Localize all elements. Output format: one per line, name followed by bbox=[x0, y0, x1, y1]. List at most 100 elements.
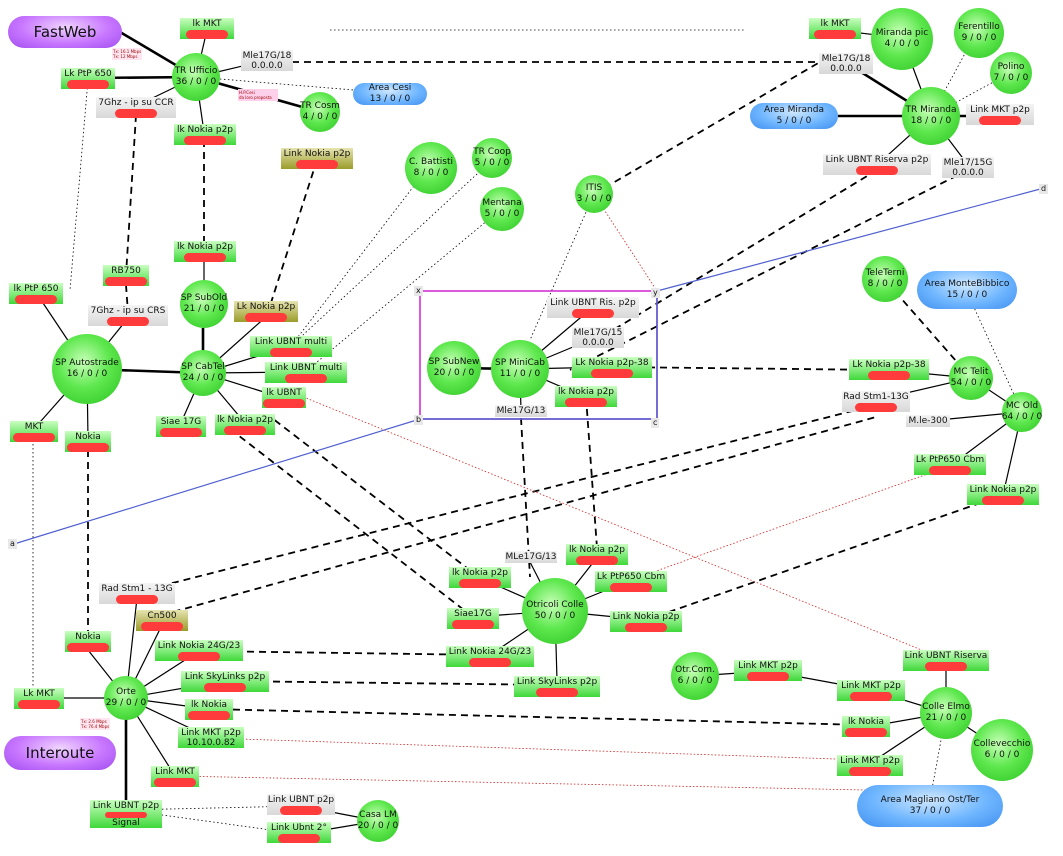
link-label[interactable]: Link UBNT Riserva bbox=[903, 650, 989, 671]
link-label[interactable]: Link UBNT Ris. p2p bbox=[547, 297, 639, 318]
link-label[interactable]: Lk Nokia p2p-38 bbox=[849, 359, 929, 380]
link-label[interactable]: lk Nokia p2p bbox=[174, 124, 236, 145]
link-label[interactable]: Link MKT p2p bbox=[734, 660, 802, 681]
link-label[interactable]: RB750 bbox=[103, 265, 149, 286]
link-label[interactable]: lk UBNT bbox=[262, 387, 306, 408]
link-label[interactable]: Lk PtP650 Cbm bbox=[914, 454, 986, 475]
link-label[interactable]: Link MKT bbox=[151, 766, 199, 787]
cloud-fastweb[interactable]: FastWeb bbox=[8, 16, 122, 48]
link-label[interactable]: Rad Stm1-13G bbox=[842, 391, 910, 412]
link-label[interactable]: lk MKT bbox=[809, 18, 861, 39]
node-name: Ferentillo bbox=[958, 22, 1000, 32]
link-label[interactable]: Link UBNT Riserva p2p bbox=[823, 154, 931, 175]
anchor-point-d[interactable]: d bbox=[1039, 184, 1049, 194]
link-label[interactable]: Lk Nokia p2p-38 bbox=[572, 357, 652, 378]
link-label[interactable]: lk MKT bbox=[180, 18, 234, 39]
link-label[interactable]: Link Nokia 24G/23 bbox=[155, 640, 243, 661]
cloud-interoute[interactable]: Interoute bbox=[4, 736, 116, 770]
link-label[interactable]: M.le-300 bbox=[906, 415, 950, 427]
link-label[interactable]: Link UBNT multi bbox=[265, 362, 347, 383]
link-label[interactable]: Rad Stm1 - 13G bbox=[99, 583, 175, 604]
anchor-point-b[interactable]: b bbox=[414, 415, 424, 425]
link-label[interactable]: lk Nokia p2p bbox=[215, 414, 275, 435]
anchor-point-c[interactable]: c bbox=[651, 418, 660, 428]
link-label[interactable]: Link Ubnt 2° bbox=[267, 822, 331, 843]
link-label[interactable]: Link Nokia p2p bbox=[967, 484, 1039, 505]
link-label[interactable]: Link Nokia p2p bbox=[610, 611, 682, 632]
link-label[interactable]: Mle17G/13 bbox=[495, 405, 547, 417]
link-label[interactable]: lk Nokia p2p bbox=[555, 386, 617, 407]
anchor-point-a[interactable]: a bbox=[8, 539, 17, 549]
link-label[interactable]: Link UBNT multi bbox=[250, 336, 332, 357]
link-label[interactable]: Lk MKT bbox=[14, 688, 64, 709]
anchor-point-x[interactable]: x bbox=[414, 286, 423, 296]
link-label[interactable]: Siae17G bbox=[447, 608, 499, 629]
link-label[interactable]: lk Nokia p2p bbox=[174, 241, 236, 262]
link-label-text: Lk PtP650 Cbm bbox=[596, 572, 666, 582]
link-label[interactable]: lk Nokia p2p bbox=[566, 544, 628, 565]
link-label[interactable]: Link MKT p2p bbox=[837, 680, 905, 701]
link-label[interactable]: lk Nokia p2p bbox=[449, 567, 511, 588]
link-label[interactable]: Siae 17G bbox=[156, 416, 206, 437]
link-label[interactable]: Lk Nokia p2p bbox=[234, 301, 298, 322]
link-label[interactable]: Link SkyLinks p2p bbox=[181, 671, 269, 692]
link-label[interactable]: Link Nokia p2p bbox=[281, 148, 353, 169]
link-label[interactable]: Lk PtP650 Cbm bbox=[595, 571, 667, 592]
link-label[interactable]: Nokia bbox=[65, 431, 111, 452]
link-label[interactable]: lk Nokia bbox=[842, 716, 890, 737]
node-status: 3 / 0 / 0 bbox=[576, 194, 612, 204]
link-label[interactable]: lk PtP 650 bbox=[9, 283, 63, 304]
link-label[interactable]: Nokia bbox=[65, 631, 111, 652]
link-label[interactable]: Cn500 bbox=[136, 610, 188, 631]
link-label[interactable]: Link SkyLinks p2p bbox=[514, 676, 600, 697]
link-label[interactable]: lk Nokia bbox=[185, 699, 233, 720]
link-label[interactable]: MLe17G/13 bbox=[505, 551, 557, 563]
link-label[interactable]: 7Ghz - ip su CCR bbox=[96, 97, 176, 118]
node-otr-com[interactable]: Otr.Com.6 / 0 / 0 bbox=[671, 652, 719, 700]
anchor-point-y[interactable]: y bbox=[651, 288, 660, 298]
link-label[interactable]: Link MKT p2p bbox=[837, 755, 903, 776]
link-label[interactable]: 7Ghz - ip su CRS bbox=[88, 305, 168, 326]
link-label[interactable]: Link Nokia 24G/23 bbox=[446, 646, 534, 667]
link-label[interactable]: Link UBNT p2p bbox=[267, 794, 335, 815]
link-label-text: Link UBNT multi bbox=[254, 337, 328, 347]
link-label-text: MKT bbox=[24, 422, 44, 432]
node-name: SP SubNew bbox=[428, 357, 480, 367]
link-label[interactable]: MKT bbox=[10, 421, 58, 442]
link-label[interactable]: Link MKT p2p bbox=[966, 104, 1034, 125]
link-label[interactable]: Lk PtP 650 bbox=[61, 68, 115, 89]
